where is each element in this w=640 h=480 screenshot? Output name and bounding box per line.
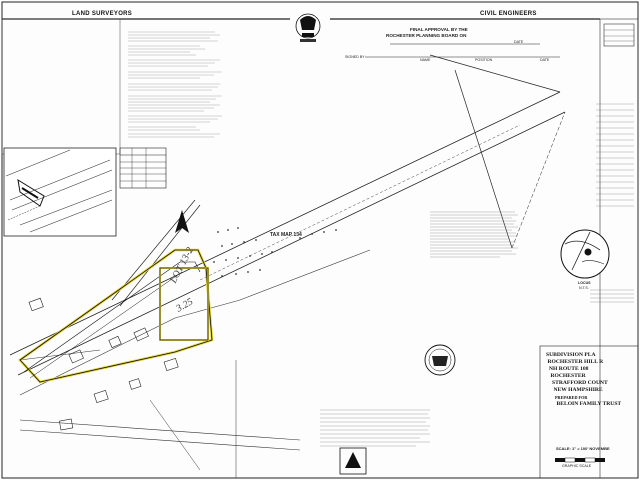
approval-line-1: FINAL APPROVAL BY THE [410, 27, 468, 32]
title-line: NEW HAMPSHIRE [553, 387, 603, 393]
legend-frame [1, 18, 121, 155]
wetland-notes-paragraph [430, 211, 518, 258]
title-line: SUBDIVISION PLA [546, 352, 596, 358]
subject-lot [18, 248, 214, 384]
general-notes-block [128, 31, 222, 138]
engineer-stamp-icon [424, 344, 456, 376]
surveyor-seal-icon [295, 13, 321, 42]
title-line: STRAFFORD COUNT [552, 380, 608, 386]
parcel-boundary-lines [9, 54, 566, 396]
lower-roads [19, 360, 301, 478]
signature-name-label: NAME [420, 58, 431, 62]
title-line: ROCHESTER HILL R [547, 359, 604, 365]
land-surveyors-heading: LAND SURVEYORS [72, 11, 133, 17]
graphic-scale-label: GRAPHIC SCALE [562, 464, 592, 468]
signature-date-label: DATE [540, 58, 550, 62]
owner-block [590, 289, 634, 303]
title-line: NH ROUTE 108 [549, 366, 589, 372]
signed-by-label: SIGNED BY [345, 55, 365, 59]
reference-plans-list [596, 103, 634, 207]
zoning-table [119, 147, 167, 189]
scale-line: SCALE: 1" = 100' NOVEMBE [556, 446, 610, 451]
tax-map-label: TAX MAP 134 [270, 232, 302, 238]
town-stamp-icon [339, 447, 367, 475]
title-line: ROCHESTER [550, 373, 586, 379]
graphic-scale-bar [555, 457, 605, 463]
north-arrow-icon [175, 210, 189, 233]
locus-scale-label: N.T.S. [579, 286, 589, 290]
title-line: BELOIN FAMILY TRUST [556, 401, 622, 407]
site-marker-icon [584, 248, 592, 256]
locus-label: LOCUS [578, 281, 591, 285]
bottom-notes-paragraph [320, 409, 430, 447]
inset-plan [3, 147, 117, 237]
wetland-symbols [213, 227, 337, 277]
approval-date-label: DATE [514, 40, 524, 44]
revision-block [603, 23, 635, 47]
locus-map [560, 229, 610, 279]
signature-position-label: POSITION [475, 58, 493, 62]
civil-engineers-heading: CIVIL ENGINEERS [480, 11, 537, 17]
approval-line-2: ROCHESTER PLANNING BOARD ON [386, 33, 467, 38]
title-block-frame [539, 345, 639, 479]
title-line: PREPARED FOR [555, 395, 588, 400]
structures [28, 297, 179, 431]
